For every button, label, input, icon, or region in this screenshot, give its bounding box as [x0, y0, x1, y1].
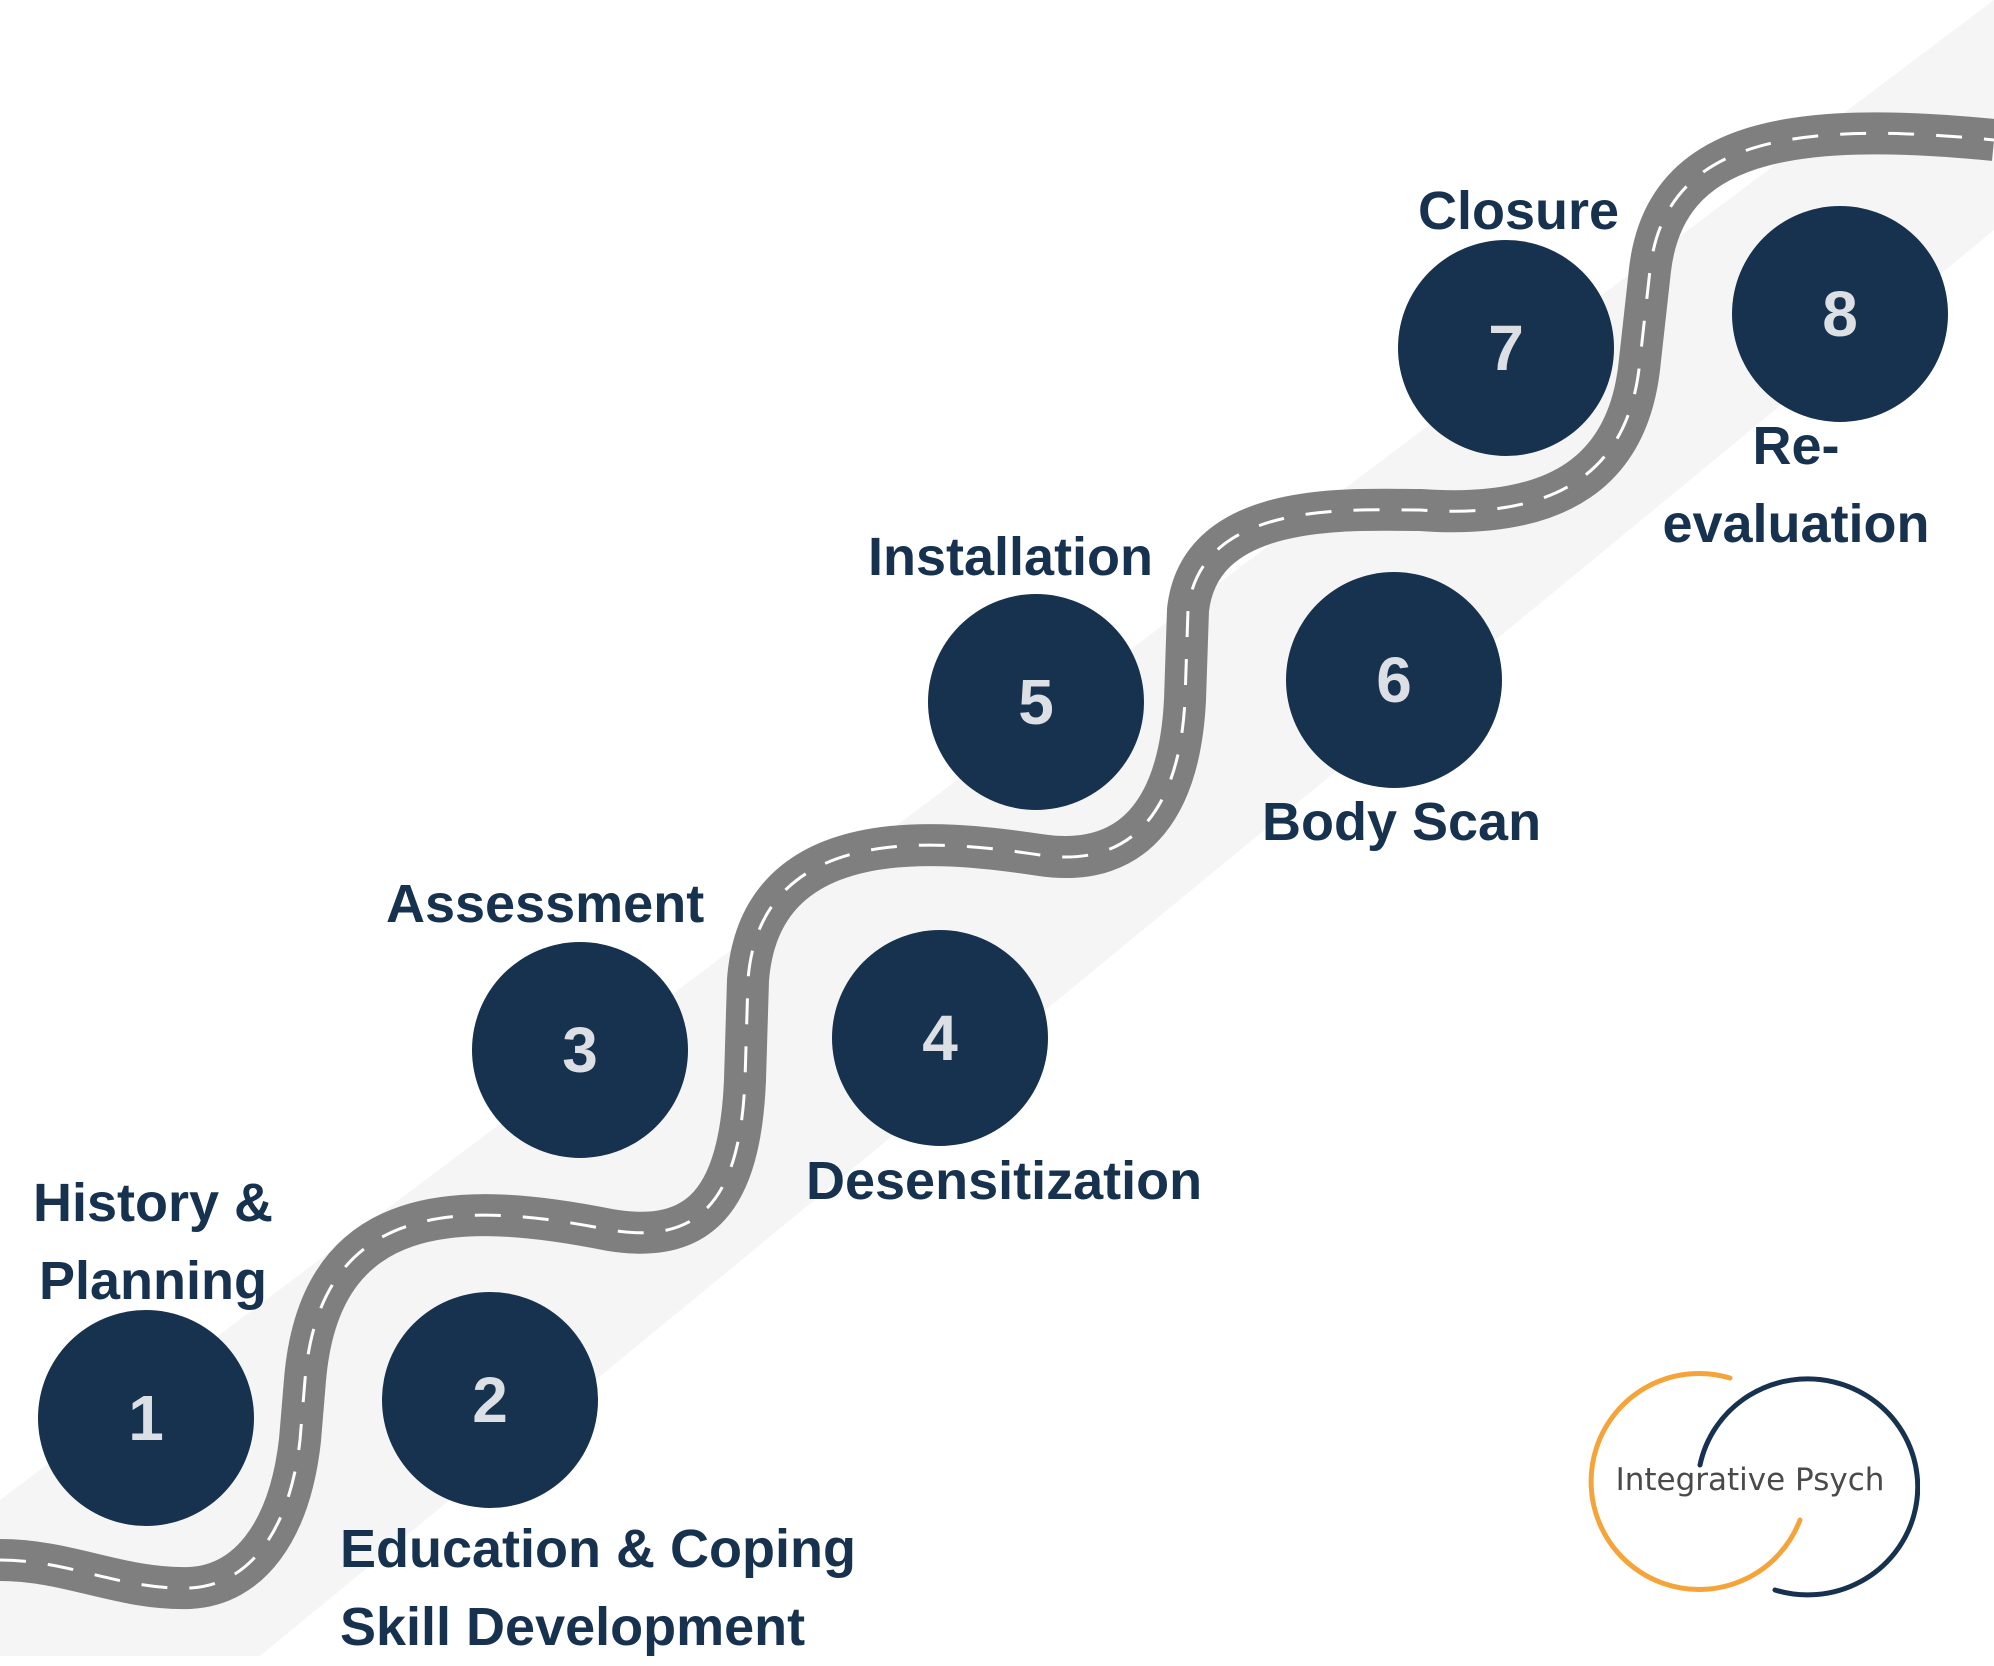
step-8-label-line-2: evaluation	[1662, 494, 1930, 554]
step-4-label: Desensitization	[806, 1142, 1202, 1220]
step-4-label-line-1: Desensitization	[806, 1151, 1203, 1211]
step-2-label-line-2: Skill Development	[340, 1597, 806, 1657]
logo-orange-arc	[1588, 1371, 1803, 1592]
step-1-label-line-2: Planning	[39, 1251, 267, 1311]
step-5-label: Installation	[868, 518, 1153, 596]
step-7-number: 7	[1488, 312, 1524, 384]
step-8-number: 8	[1822, 278, 1858, 350]
step-6-label-line-1: Body Scan	[1262, 792, 1542, 852]
step-7-label: Closure	[1418, 172, 1619, 250]
step-3-number: 3	[562, 1014, 598, 1086]
step-2-number: 2	[472, 1364, 508, 1436]
step-4-circle: 4	[832, 930, 1048, 1146]
logo-navy-arc	[1697, 1376, 1920, 1598]
step-8-label-line-1: Re-	[1752, 416, 1840, 476]
step-5-number: 5	[1018, 666, 1054, 738]
step-2-label: Education & Coping Skill Development	[340, 1510, 856, 1666]
logo-text: Integrative Psych	[1615, 1462, 1885, 1498]
step-3-label: Assessment	[386, 865, 704, 943]
step-6-number: 6	[1376, 644, 1412, 716]
step-5-circle: 5	[928, 594, 1144, 810]
step-1-circle: 1	[38, 1310, 254, 1526]
step-2-circle: 2	[382, 1292, 598, 1508]
step-2-label-line-1: Education & Coping	[340, 1519, 856, 1579]
step-8-label: Re- evaluation	[1646, 407, 1946, 563]
step-8-circle: 8	[1732, 206, 1948, 422]
step-4-number: 4	[922, 1002, 958, 1074]
step-3-circle: 3	[472, 942, 688, 1158]
step-1-label-line-1: History &	[32, 1173, 274, 1233]
step-3-label-line-1: Assessment	[386, 874, 705, 934]
step-1-label: History & Planning	[18, 1164, 288, 1320]
step-5-label-line-1: Installation	[868, 527, 1154, 587]
road-center-dash	[0, 131, 1994, 1590]
two-interlocking-circles-logo-icon	[1588, 1371, 1920, 1598]
step-7-label-line-1: Closure	[1418, 181, 1620, 241]
step-1-number: 1	[128, 1382, 164, 1454]
step-6-label: Body Scan	[1262, 783, 1541, 861]
step-7-circle: 7	[1398, 240, 1614, 456]
step-6-circle: 6	[1286, 572, 1502, 788]
